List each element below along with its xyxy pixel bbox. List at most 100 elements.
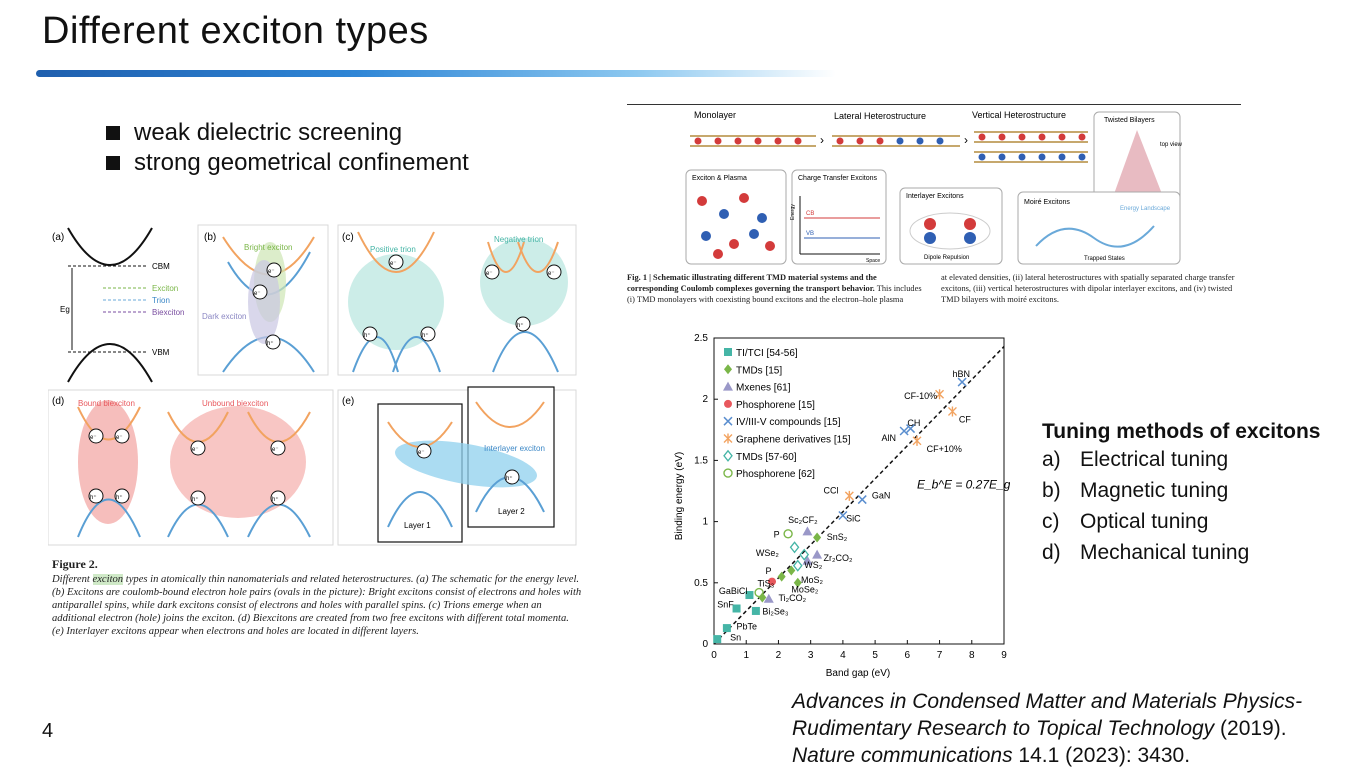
bullet-item: strong geometrical confinement: [106, 148, 469, 178]
data-point: [777, 571, 786, 582]
positive-trion-oval: [348, 254, 444, 350]
bullet-list: weak dielectric screening strong geometr…: [106, 118, 469, 178]
figure-2-image: (a) (b) (c) (d) (e) Eg CBM VBM Exciton T…: [47, 222, 578, 552]
hole-label: h⁺: [267, 340, 274, 347]
vbm-label: VBM: [152, 348, 170, 357]
legend-marker: [723, 433, 733, 444]
legend-entry: TMDs [15]: [736, 365, 782, 376]
point-annotation: hBN: [952, 369, 970, 379]
panel-label: (a): [52, 232, 64, 243]
point-annotation: P: [774, 530, 780, 540]
legend-entry: Phosphorene [62]: [736, 469, 815, 480]
list-item: a)Electrical tuning: [1042, 448, 1229, 471]
legend-entry: IV/III-V compounds [15]: [736, 417, 841, 428]
svg-text:VB: VB: [806, 231, 814, 237]
tuning-list: a)Electrical tuning b)Magnetic tuning c)…: [1042, 448, 1320, 572]
svg-text:h⁺: h⁺: [272, 496, 279, 503]
negative-trion-label: Negative trion: [494, 235, 543, 244]
interlayer-excitons-label: Interlayer Excitons: [906, 193, 964, 200]
point-annotation: P: [766, 566, 772, 576]
data-point: [906, 424, 916, 434]
panel-label: (e): [342, 396, 354, 407]
data-point: [844, 490, 854, 501]
svg-text:Energy Landscape: Energy Landscape: [1120, 206, 1171, 212]
electron-label: e⁻: [254, 291, 261, 297]
page-number: 4: [42, 720, 54, 742]
svg-text:e⁻: e⁻: [390, 261, 397, 267]
list-item: c)Optical tuning: [1042, 510, 1209, 533]
x-tick-label: 3: [808, 650, 814, 661]
point-annotation: TiS₃: [758, 578, 775, 588]
panel-label: (b): [204, 232, 216, 243]
svg-text:h⁺: h⁺: [90, 494, 97, 501]
y-tick-label: 2.5: [694, 333, 708, 344]
plot-frame: [713, 337, 1005, 645]
x-tick-label: 4: [840, 650, 846, 661]
svg-text:h⁺: h⁺: [517, 322, 524, 329]
data-point: [802, 555, 813, 565]
data-point: [722, 624, 731, 633]
point-annotation: PbTe: [737, 621, 758, 631]
svg-text:e⁻: e⁻: [486, 271, 493, 277]
exciton-plasma-label: Exciton & Plasma: [692, 175, 747, 182]
svg-text:e⁻: e⁻: [90, 435, 97, 441]
data-point: [783, 529, 793, 539]
reference-line: Advances in Condensed Matter and Materia…: [792, 690, 1303, 713]
svg-text:h⁺: h⁺: [364, 332, 371, 339]
data-point: [713, 635, 722, 644]
svg-text:e⁻: e⁻: [272, 447, 279, 453]
data-point: [787, 565, 796, 576]
x-tick-label: 9: [1001, 650, 1007, 661]
panel-c-frame: [337, 224, 577, 376]
legend-marker: [724, 399, 732, 408]
svg-text:CB: CB: [806, 211, 814, 217]
point-annotation: CF: [959, 414, 971, 424]
data-point: [912, 435, 922, 446]
y-tick-label: 0: [702, 639, 708, 650]
data-point: [813, 532, 822, 543]
data-point: [935, 389, 945, 400]
legend-entry: TMDs [57-60]: [736, 452, 797, 463]
point-annotation: Sn: [730, 632, 741, 642]
svg-text:h⁺: h⁺: [192, 496, 199, 503]
layer-1-label: Layer 1: [404, 521, 431, 530]
data-point: [802, 526, 813, 536]
y-tick-label: 2: [702, 394, 708, 405]
svg-text:h⁺: h⁺: [506, 475, 513, 482]
x-tick-label: 2: [776, 650, 782, 661]
x-axis-label: Band gap (eV): [826, 668, 891, 679]
y-tick-label: 1: [702, 517, 708, 528]
point-annotation: Sc₂CF₂: [788, 515, 818, 525]
charge-transfer-label: Charge Transfer Excitons: [798, 175, 877, 182]
dark-exciton-label: Dark exciton: [202, 312, 246, 321]
title-underline: [36, 70, 836, 77]
bullet-item: weak dielectric screening: [106, 118, 469, 148]
negative-trion-oval: [480, 238, 568, 326]
point-annotation: Ti₂CO₂: [778, 593, 806, 603]
point-annotation: SnF: [717, 599, 734, 609]
monolayer-header: Monolayer: [694, 110, 736, 120]
point-annotation: CF-10%: [904, 391, 937, 401]
panel-d-frame: [47, 389, 334, 546]
point-annotation: MoS₂: [801, 575, 824, 585]
biexciton-level-label: Biexciton: [152, 308, 184, 317]
data-point: [745, 591, 754, 600]
point-annotation: CCl: [824, 485, 839, 495]
legend-entry: Mxenes [61]: [736, 383, 791, 394]
reference-line: Rudimentary Research to Topical Technolo…: [792, 717, 1287, 740]
legend-marker: [723, 449, 733, 462]
legend-marker: [724, 348, 732, 356]
lateral-header: Lateral Heterostructure: [834, 111, 926, 121]
panel-e-frame: [337, 389, 577, 546]
legend-entry: Graphene derivatives [15]: [736, 435, 851, 446]
x-tick-label: 6: [905, 650, 911, 661]
svg-text:top view: top view: [1160, 142, 1183, 148]
svg-text:Trapped States: Trapped States: [1084, 256, 1125, 262]
unbound-biexciton-oval: [170, 406, 306, 518]
data-point: [732, 604, 741, 613]
legend-entry: Phosphorene [15]: [736, 400, 815, 411]
point-annotation: MoSe₂: [791, 585, 819, 595]
list-item: d)Mechanical tuning: [1042, 541, 1250, 564]
moire-excitons-label: Moiré Excitons: [1024, 199, 1070, 206]
